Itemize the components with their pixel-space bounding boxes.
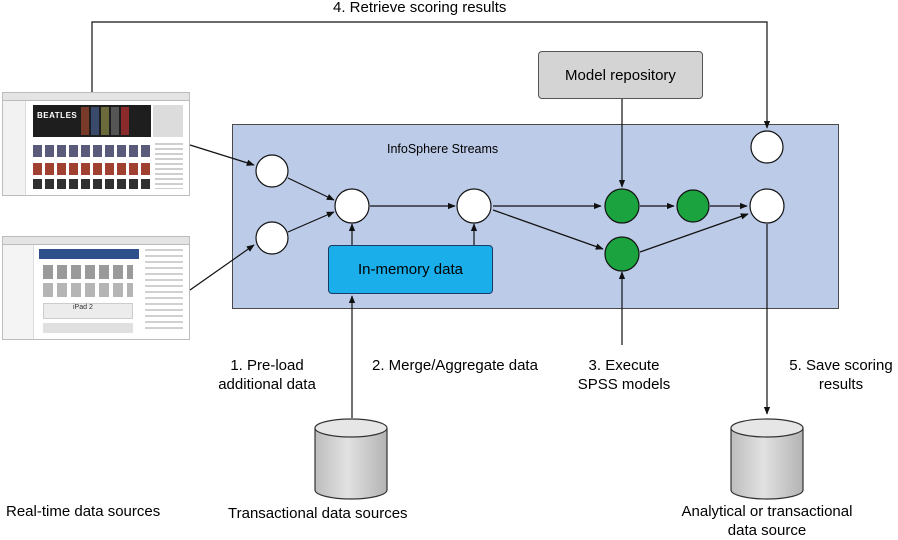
in-memory-data-box: In-memory data	[328, 245, 493, 294]
screenshot-banner-text: BEATLES	[37, 111, 78, 120]
retrieve-scoring-label: 4. Retrieve scoring results	[333, 0, 507, 16]
preload-step-line2: additional data	[218, 376, 316, 393]
connector-lines	[91, 21, 771, 418]
aggregate-operator	[456, 188, 492, 224]
merge-operator	[334, 188, 370, 224]
transactional-sources-label: Transactional data sources	[228, 505, 408, 522]
analytical-source-line1: Analytical or transactional	[681, 503, 853, 520]
spss-score-operator-next	[676, 189, 710, 223]
analytical-database-icon	[730, 418, 804, 500]
save-step-label: 5. Save scoring results	[780, 356, 898, 394]
realtime-sources-label: Real-time data sources	[6, 503, 161, 520]
save-step-line1: 5. Save scoring	[789, 357, 893, 374]
execute-step-label: 3. Execute SPSS models	[576, 356, 672, 394]
operator-nodes	[255, 130, 785, 272]
save-step-line2: results	[818, 376, 864, 393]
analytical-source-line2: data source	[727, 522, 807, 539]
input-top-to-merge-arrow	[287, 177, 335, 201]
execute-step-line2: SPSS models	[577, 376, 671, 393]
model-repository-label: Model repository	[565, 66, 676, 84]
score-bottom-to-output-arrow	[639, 213, 749, 253]
analytical-source-label: Analytical or transactional data source	[666, 502, 868, 540]
transactional-database-icon	[314, 418, 388, 500]
preload-step-label: 1. Pre-load additional data	[214, 356, 320, 394]
retrieve-results-arrow	[91, 21, 771, 129]
merge-step-label: 2. Merge/Aggregate data	[372, 357, 538, 374]
realtime-source-screenshot-top: BEATLES	[2, 92, 190, 196]
spss-score-operator-bottom	[604, 236, 640, 272]
in-memory-data-label: In-memory data	[357, 261, 464, 278]
input-operator-bottom	[255, 221, 289, 255]
execute-step-line1: 3. Execute	[588, 357, 660, 374]
realtime-source-screenshot-bottom: iPad 2	[2, 236, 190, 340]
screenshot-product-text: iPad 2	[73, 304, 93, 311]
infosphere-streams-title: InfoSphere Streams	[387, 142, 499, 156]
aggregate-to-score-bottom-arrow	[492, 209, 604, 250]
realtime-top-to-input-arrow	[189, 144, 255, 166]
realtime-bottom-to-input-arrow	[189, 244, 255, 291]
model-repository-box: Model repository	[538, 51, 703, 99]
output-operator	[749, 188, 785, 224]
input-operator-top	[255, 154, 289, 188]
spss-score-operator-top	[604, 188, 640, 224]
input-bottom-to-merge-arrow	[287, 211, 335, 233]
preload-step-line1: 1. Pre-load	[230, 357, 304, 374]
output-operator-top	[750, 130, 784, 164]
